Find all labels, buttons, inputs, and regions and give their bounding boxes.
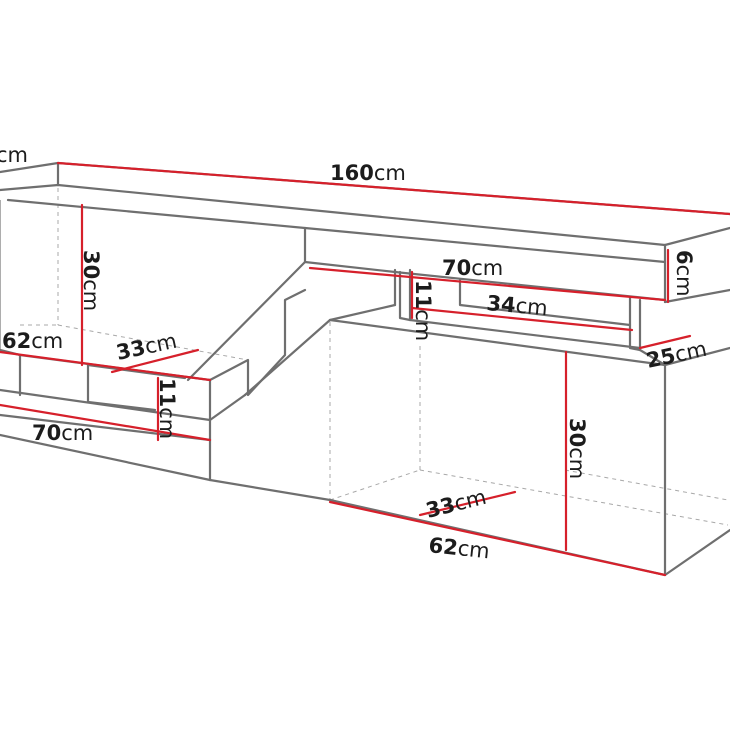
label-right-inner-depth: 33cm	[423, 485, 488, 523]
dim-line-right-inner-depth	[418, 490, 517, 517]
label-left-shelf-width: 62cm	[2, 329, 63, 353]
label-right-depth: 25cm	[644, 337, 709, 373]
label-left-inner-depth: 33cm	[114, 329, 179, 365]
hidden-lines	[20, 188, 729, 526]
label-left-lower-width: 70cm	[32, 421, 93, 445]
label-total-width: 160cm	[330, 161, 406, 185]
label-right-shelf-width: 62cm	[427, 533, 490, 563]
furniture-outline	[0, 161, 730, 577]
dim-line-left-shelf-width	[0, 350, 212, 382]
label-right-lower-height: 30cm	[565, 418, 589, 479]
dimension-labels: 160cm cm 30cm 62cm 33cm 11cm 70cm 70cm 1…	[0, 143, 709, 563]
dim-line-left-inner-depth	[110, 348, 200, 374]
label-left-drawer-height: 11cm	[155, 378, 179, 439]
label-left-upper-height: 30cm	[79, 250, 103, 311]
dimension-lines	[0, 161, 730, 577]
label-top-shelf-width: 70cm	[442, 256, 503, 280]
dim-line-right-shelf-width	[328, 500, 667, 577]
label-top-thickness: 6cm	[672, 250, 696, 297]
dim-line-right-depth	[638, 334, 692, 350]
dim-line-top-shelf-width	[308, 266, 667, 302]
label-left-depth: cm	[0, 143, 28, 167]
dim-line-right-drawer-width	[410, 306, 634, 332]
dim-line-total-width	[56, 161, 730, 216]
dim-line-left-lower-width	[0, 403, 212, 442]
label-right-drawer-width: 34cm	[486, 291, 549, 320]
label-right-drawer-height: 11cm	[411, 280, 435, 341]
